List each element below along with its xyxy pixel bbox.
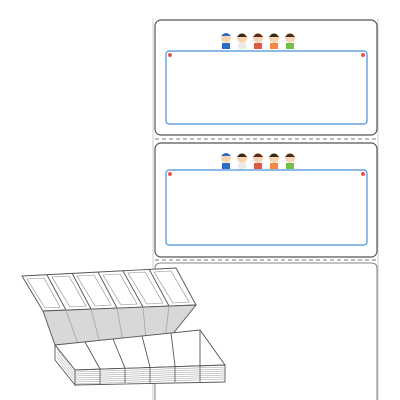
pin-right-icon xyxy=(361,172,365,176)
label-writing-frame xyxy=(165,169,368,246)
label-writing-frame xyxy=(165,50,368,125)
pin-right-icon xyxy=(361,53,365,57)
label-card-1 xyxy=(154,19,378,136)
label-card-2 xyxy=(154,142,378,258)
pin-left-icon xyxy=(168,53,172,57)
kids-illustration xyxy=(221,33,295,49)
kids-illustration xyxy=(221,153,295,169)
pin-left-icon xyxy=(168,172,172,176)
fanfold-stack-illustration xyxy=(21,267,226,387)
